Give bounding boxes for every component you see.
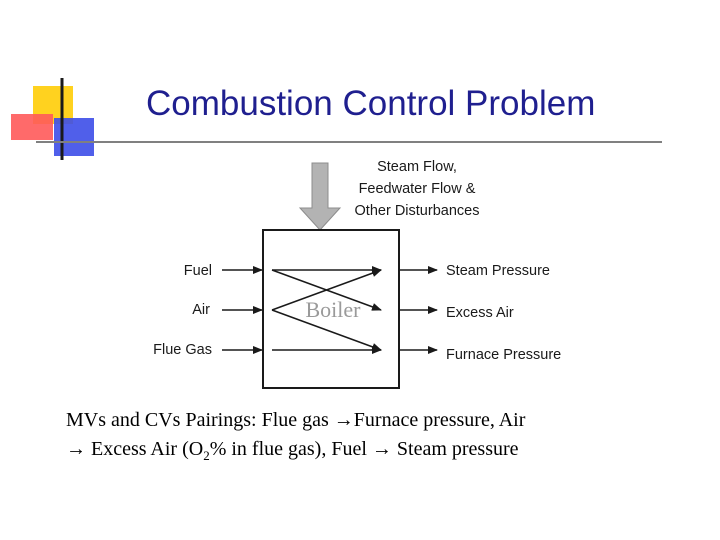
caption-line-1: MVs and CVs Pairings: Flue gas →Furnace … [66,409,526,431]
input-label-flue-gas: Flue Gas [153,342,212,358]
disturbance-arrow [298,162,342,231]
output-label-furnace-pressure: Furnace Pressure [446,347,561,363]
internal-arrow-air-to-steam-pressure [271,269,382,311]
pairings-caption: MVs and CVs Pairings: Flue gas →Furnace … [66,406,666,470]
slide-title: Combustion Control Problem [146,84,596,123]
logo-red-square [11,114,53,140]
output-label-steam-pressure: Steam Pressure [446,263,550,279]
caption-subscript: 2 [203,448,210,463]
disturbance-line-1: Steam Flow, [377,159,457,175]
title-divider [36,141,662,143]
caption-line-2-end: % in flue gas), Fuel → Steam pressure [209,438,519,460]
caption-line-2: → Excess Air (O2% in flue gas), Fuel → S… [66,435,666,470]
disturbance-line-2: Feedwater Flow & [359,181,476,197]
boiler-diagram: Steam Flow, Feedwater Flow & Other Distu… [153,159,561,389]
disturbance-line-3: Other Disturbances [355,203,480,219]
input-label-air: Air [192,302,210,318]
input-label-fuel: Fuel [184,263,212,279]
boiler-label: Boiler [306,297,362,322]
output-label-excess-air: Excess Air [446,305,514,321]
caption-line-2-start: → Excess Air (O [66,438,204,460]
internal-arrow-air-to-furnace-pressure [271,309,382,351]
